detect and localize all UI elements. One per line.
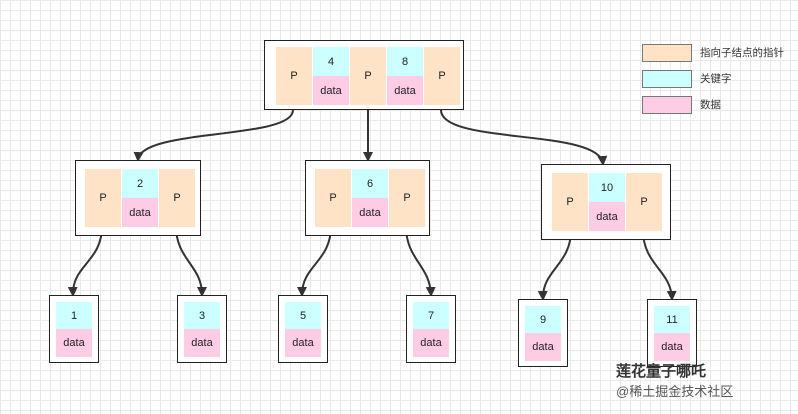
data-cell: data (313, 76, 349, 105)
legend-label-data: 数据 (700, 99, 721, 111)
pointer-cell: P (552, 173, 588, 231)
pointer-cell: P (315, 169, 351, 227)
data-cell: data (56, 329, 92, 357)
data-cell: data (285, 329, 321, 357)
pointer-cell: P (424, 47, 460, 105)
data-cell: data (352, 198, 388, 227)
root-node: P 4 data P 8 data P (264, 40, 464, 110)
watermark-subtitle: @稀土掘金技术社区 (616, 384, 734, 399)
internal-node: P 10 data P (541, 164, 671, 240)
data-cell: data (387, 76, 423, 105)
key-cell: 10 (589, 173, 625, 202)
key-cell: 5 (285, 302, 321, 329)
leaf-node: 7 data (406, 295, 456, 363)
data-cell: data (122, 198, 158, 227)
data-cell: data (184, 329, 220, 357)
edge-node-6-to-leaf-7 (405, 225, 436, 297)
pointer-cell: P (85, 169, 121, 227)
key-cell: 9 (525, 306, 561, 333)
key-cell: 2 (122, 169, 158, 198)
edge-node-10-to-leaf-11 (642, 229, 677, 301)
edge-node-10-to-leaf-9 (537, 229, 572, 301)
internal-node: P 2 data P (75, 160, 201, 236)
key-cell: 3 (184, 302, 220, 329)
data-cell: data (413, 329, 449, 357)
legend-swatch-data (642, 96, 692, 114)
edge-node-6-to-leaf-5 (297, 225, 332, 297)
pointer-cell: P (276, 47, 312, 105)
legend-label-pointer: 指向子结点的指针 (700, 47, 784, 59)
watermark: 莲花童子哪吒 @稀土掘金技术社区 (616, 362, 791, 402)
pointer-cell: P (626, 173, 662, 231)
key-cell: 1 (56, 302, 92, 329)
data-cell: data (654, 333, 690, 361)
data-cell: data (525, 333, 561, 361)
key-cell: 7 (413, 302, 449, 329)
data-cell: data (589, 202, 625, 231)
legend-swatch-key (642, 70, 692, 88)
edge-root-to-node-10 (440, 109, 608, 166)
legend-label-key: 关键字 (700, 73, 732, 85)
internal-node: P 6 data P (305, 160, 430, 236)
edge-node-2-to-leaf-1 (67, 225, 103, 297)
watermark-title: 莲花童子哪吒 (616, 363, 707, 380)
pointer-cell: P (350, 47, 386, 105)
leaf-node: 3 data (177, 295, 227, 363)
pointer-cell: P (159, 169, 195, 227)
key-cell: 4 (313, 47, 349, 76)
key-cell: 6 (352, 169, 388, 198)
edge-root-to-node-2 (133, 109, 294, 162)
leaf-node: 5 data (278, 295, 328, 363)
pointer-cell: P (389, 169, 425, 227)
leaf-node: 1 data (49, 295, 99, 363)
key-cell: 11 (654, 306, 690, 333)
leaf-node: 11 data (647, 299, 697, 367)
legend-swatch-pointer (642, 44, 692, 62)
leaf-node: 9 data (518, 299, 568, 367)
edge-node-2-to-leaf-3 (175, 225, 207, 297)
key-cell: 8 (387, 47, 423, 76)
